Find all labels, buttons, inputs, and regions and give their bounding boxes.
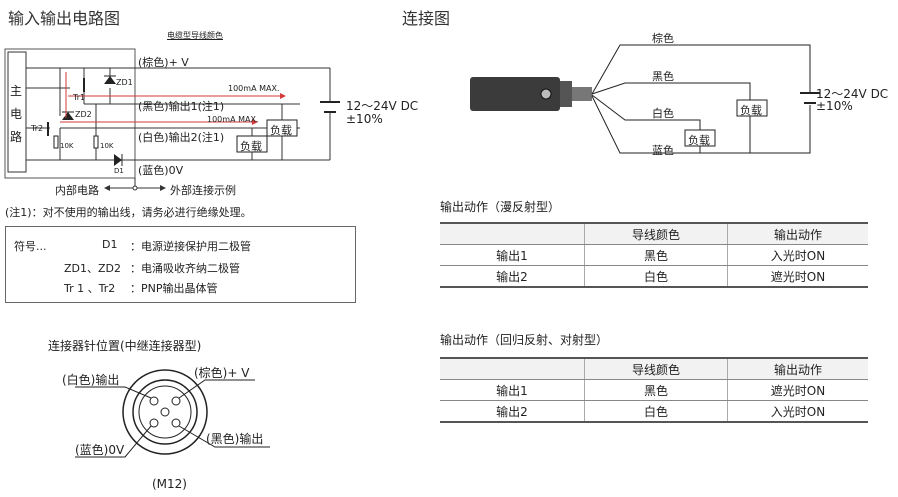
wiring-load-box-2 bbox=[684, 129, 716, 147]
row-wire-color: 黑色 bbox=[584, 244, 728, 266]
connector-diagram bbox=[75, 369, 270, 458]
row-action: 遮光时ON bbox=[727, 379, 868, 401]
main-circuit-label-2: 电 bbox=[10, 107, 23, 121]
pin-center bbox=[160, 407, 170, 417]
internal-circuit-label: 内部电路 bbox=[55, 184, 99, 197]
pin-black bbox=[171, 418, 181, 428]
supply-tolerance: ±10% bbox=[346, 112, 383, 126]
legend-desc-d1: ：电源逆接保护用二极管 bbox=[130, 240, 251, 253]
wiring-black-label: 黑色 bbox=[652, 70, 674, 83]
table-row: 输出1 黑色 遮光时ON bbox=[440, 379, 868, 401]
wiring-load-box-1 bbox=[736, 99, 768, 117]
wiring-load-2-label: 负载 bbox=[688, 134, 710, 147]
internal-circuit-frame bbox=[4, 48, 136, 179]
row-action: 遮光时ON bbox=[727, 265, 868, 288]
diffuse-action-table: 导线颜色 输出动作 输出1 黑色 入光时ON 输出2 白色 遮光时ON bbox=[440, 222, 868, 288]
table-header-row: 导线颜色 输出动作 bbox=[440, 222, 868, 245]
table-row: 输出2 白色 遮光时ON bbox=[440, 265, 868, 288]
wire-brown-label: (棕色)+ V bbox=[138, 56, 189, 69]
connection-title: 连接图 bbox=[402, 9, 451, 28]
wire-white-label: (白色)输出2(注1) bbox=[138, 131, 225, 144]
table-row: 输出2 白色 入光时ON bbox=[440, 400, 868, 423]
d1-label: D1 bbox=[114, 167, 124, 175]
connector-model: (M12) bbox=[152, 477, 187, 491]
header-blank bbox=[440, 357, 585, 380]
external-connection-label: 外部连接示例 bbox=[170, 184, 236, 197]
resistor-2-label: 10K bbox=[100, 142, 114, 150]
connector-inner-ring bbox=[132, 379, 198, 445]
main-circuit-label-3: 路 bbox=[10, 130, 23, 144]
header-output-action: 输出动作 bbox=[727, 222, 868, 245]
pin-black-label: (黑色)输出 bbox=[206, 432, 264, 446]
max-current-1: 100mA MAX. bbox=[228, 84, 280, 93]
header-wire-color: 导线颜色 bbox=[584, 357, 728, 380]
retro-action-table: 导线颜色 输出动作 输出1 黑色 遮光时ON 输出2 白色 入光时ON bbox=[440, 357, 868, 423]
zd1-label: ZD1 bbox=[116, 78, 133, 87]
zd2-symbol bbox=[62, 112, 74, 120]
max-current-2: 100mA MAX. bbox=[207, 115, 259, 124]
row-action: 入光时ON bbox=[727, 244, 868, 266]
legend-desc-zd: ：电涌吸收齐纳二极管 bbox=[130, 262, 240, 275]
resistor-1 bbox=[53, 135, 59, 149]
row-output: 输出2 bbox=[440, 400, 585, 423]
wiring-blue-label: 蓝色 bbox=[652, 144, 674, 157]
supply-voltage: 12～24V DC bbox=[346, 99, 419, 113]
header-blank bbox=[440, 222, 585, 245]
tr1-label: Tr1 bbox=[73, 93, 86, 102]
load-2-label: 负载 bbox=[240, 140, 262, 153]
legend-sym-d1: D1 bbox=[102, 238, 118, 251]
diffuse-table-title: 输出动作（漫反射型） bbox=[440, 200, 561, 214]
pin-blue-label: (蓝色)0V bbox=[75, 443, 125, 457]
sensor-body bbox=[470, 77, 560, 111]
cable-color-note: 电缆型导线颜色 bbox=[167, 31, 223, 40]
wiring-load-1-label: 负载 bbox=[740, 104, 762, 117]
pin-white bbox=[149, 396, 159, 406]
table-row: 输出1 黑色 入光时ON bbox=[440, 244, 868, 266]
header-wire-color: 导线颜色 bbox=[584, 222, 728, 245]
zd2-label: ZD2 bbox=[75, 110, 92, 119]
main-circuit-label-1: 主 bbox=[10, 84, 23, 98]
wiring-supply-tolerance: ±10% bbox=[816, 99, 853, 113]
row-action: 入光时ON bbox=[727, 400, 868, 423]
wiring-white-label: 白色 bbox=[652, 107, 674, 120]
row-wire-color: 白色 bbox=[584, 400, 728, 423]
tr2-label: Tr2 bbox=[31, 124, 44, 133]
legend-title: 符号... bbox=[14, 240, 47, 253]
row-output: 输出2 bbox=[440, 265, 585, 288]
pin-brown bbox=[171, 396, 181, 406]
pin-white-label: (白色)输出 bbox=[62, 373, 120, 387]
pin-blue bbox=[149, 418, 159, 428]
row-output: 输出1 bbox=[440, 244, 585, 266]
symbol-legend bbox=[5, 226, 356, 303]
load-1-label: 负载 bbox=[270, 124, 292, 137]
row-wire-color: 白色 bbox=[584, 265, 728, 288]
insulation-note: (注1)：对不使用的输出线，请务必进行绝缘处理。 bbox=[5, 206, 252, 219]
wiring-brown-label: 棕色 bbox=[652, 32, 674, 45]
wire-black-label: (黑色)输出1(注1) bbox=[138, 100, 225, 113]
table-header-row: 导线颜色 输出动作 bbox=[440, 357, 868, 380]
resistor-2 bbox=[93, 135, 99, 149]
zd1-symbol bbox=[104, 76, 116, 84]
main-circuit-block bbox=[7, 51, 27, 173]
connector-outer-ring bbox=[122, 369, 208, 455]
pin-brown-label: (棕色)+ V bbox=[194, 366, 250, 380]
io-circuit-title: 输入输出电路图 bbox=[8, 9, 121, 28]
wiring-supply-voltage: 12～24V DC bbox=[816, 87, 889, 101]
header-output-action: 输出动作 bbox=[727, 357, 868, 380]
d1-symbol bbox=[114, 154, 122, 166]
connector-title: 连接器针位置(中继连接器型) bbox=[48, 339, 202, 353]
legend-sym-zd: ZD1、ZD2 bbox=[64, 262, 122, 275]
retro-table-title: 输出动作（回归反射、对射型） bbox=[440, 333, 609, 347]
connector-face bbox=[138, 385, 192, 439]
io-circuit-diagram bbox=[4, 48, 340, 191]
row-wire-color: 黑色 bbox=[584, 379, 728, 401]
legend-desc-tr: ：PNP输出晶体管 bbox=[130, 282, 218, 295]
connection-diagram bbox=[470, 44, 820, 154]
row-output: 输出1 bbox=[440, 379, 585, 401]
wire-blue-label: (蓝色)0V bbox=[138, 164, 184, 177]
resistor-1-label: 10K bbox=[60, 142, 74, 150]
legend-sym-tr: Tr 1 、Tr2 bbox=[64, 282, 116, 295]
